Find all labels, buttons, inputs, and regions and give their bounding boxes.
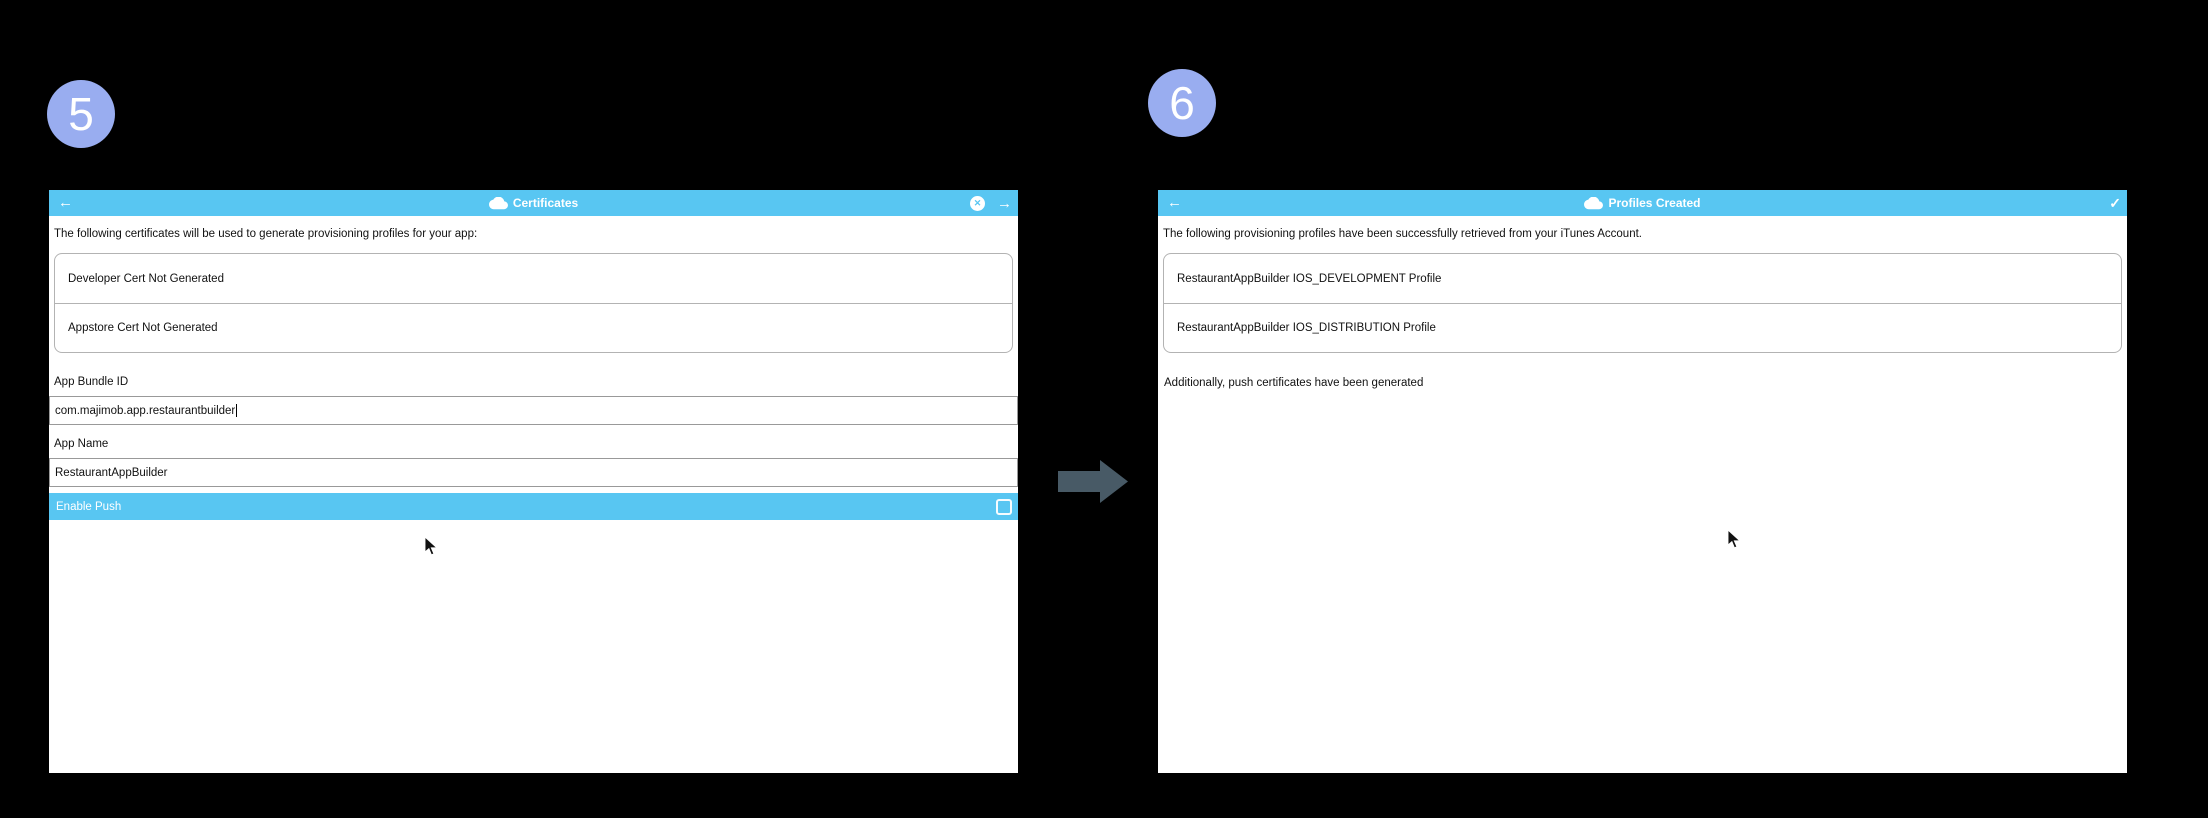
forward-icon[interactable]: → [997, 194, 1012, 212]
cloud-icon [488, 196, 508, 209]
app-bundle-id-input[interactable]: com.majimob.app.restaurantbuilder [49, 396, 1018, 425]
back-icon[interactable]: ← [58, 194, 73, 211]
panel-title: Profiles Created [1608, 196, 1701, 210]
enable-push-row[interactable]: Enable Push [49, 493, 1018, 520]
certificates-panel: ← Certificates ✕ → The following certifi… [49, 190, 1018, 773]
profiles-instruction: The following provisioning profiles have… [1163, 228, 1642, 240]
certificates-title-group: Certificates [488, 190, 579, 216]
push-certificates-note: Additionally, push certificates have bee… [1164, 377, 1424, 389]
step-5-badge: 5 [47, 80, 115, 148]
back-icon[interactable]: ← [1167, 194, 1182, 211]
step-6-badge: 6 [1148, 69, 1216, 137]
certificates-header: ← Certificates ✕ → [49, 190, 1018, 216]
close-icon[interactable]: ✕ [970, 195, 985, 211]
app-bundle-id-label: App Bundle ID [54, 376, 129, 388]
app-name-input[interactable]: RestaurantAppBuilder [49, 458, 1018, 487]
flow-arrow-icon [1058, 460, 1128, 503]
panel-title: Certificates [512, 196, 579, 210]
enable-push-label: Enable Push [56, 500, 122, 513]
app-name-label: App Name [54, 438, 109, 450]
cloud-icon [1584, 196, 1604, 209]
list-item-development-profile[interactable]: RestaurantAppBuilder IOS_DEVELOPMENT Pro… [1177, 272, 1442, 285]
profiles-header: ← Profiles Created ✓ [1158, 190, 2127, 216]
list-item-developer-cert[interactable]: Developer Cert Not Generated [68, 272, 224, 285]
list-item-appstore-cert[interactable]: Appstore Cert Not Generated [55, 303, 1012, 352]
app-bundle-id-value: com.majimob.app.restaurantbuilder [55, 404, 236, 417]
profiles-list: RestaurantAppBuilder IOS_DEVELOPMENT Pro… [1163, 253, 2122, 353]
header-actions: ✓ [2109, 190, 2121, 216]
text-caret [236, 404, 238, 417]
profiles-created-panel: ← Profiles Created ✓ The following provi… [1158, 190, 2127, 773]
header-actions: ✕ → [970, 190, 1012, 216]
certificates-instruction: The following certificates will be used … [54, 228, 478, 240]
checkmark-icon[interactable]: ✓ [2109, 195, 2121, 211]
profiles-title-group: Profiles Created [1584, 190, 1701, 216]
enable-push-checkbox[interactable] [996, 498, 1012, 515]
list-item-distribution-profile[interactable]: RestaurantAppBuilder IOS_DISTRIBUTION Pr… [1164, 303, 2121, 352]
app-name-value: RestaurantAppBuilder [55, 466, 168, 479]
certificates-list: Developer Cert Not Generated Appstore Ce… [54, 253, 1013, 353]
